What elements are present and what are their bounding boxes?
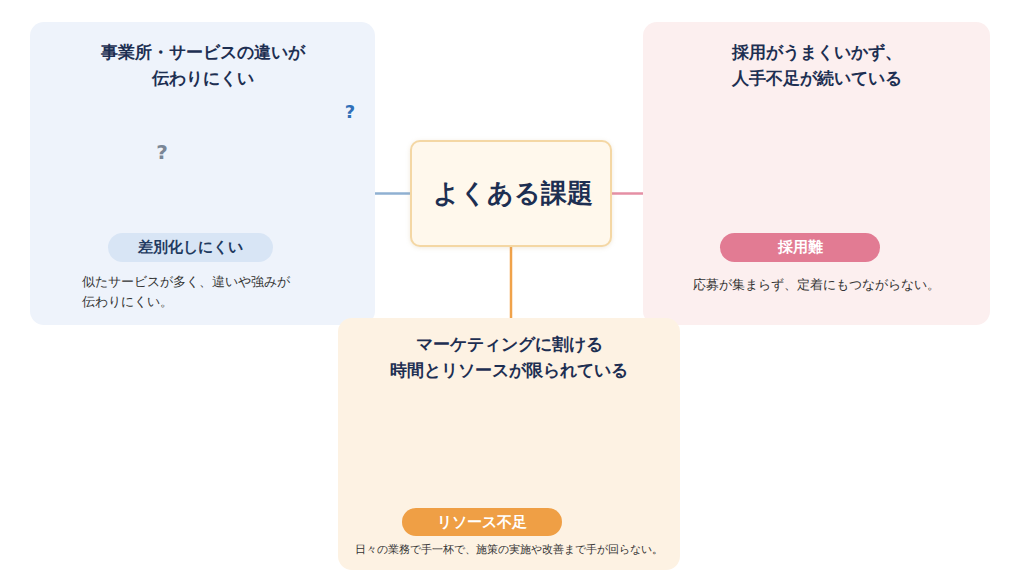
heading-text: 採用がうまくいかず、 人手不足が続いている [663, 40, 970, 91]
tag-pill: リソース不足 [402, 508, 562, 536]
description-text: 似たサービスが多く、違いや強みが 伝わりにくい。 [82, 272, 342, 312]
connector-line [612, 192, 643, 195]
issue-panel: 事業所・サービスの違いが 伝わりにくい似たサービスが多く、違いや強みが 伝わりに… [30, 22, 375, 325]
issue-panel: 採用がうまくいかず、 人手不足が続いている応募が集まらず、定着にもつながらない。… [643, 22, 990, 325]
connector-line [510, 247, 513, 318]
description-text: 応募が集まらず、定着にもつながらない。 [653, 275, 980, 295]
issue-panel: マーケティングに割ける 時間とリソースが限られている日々の業務で手一杯で、施策の… [338, 318, 680, 570]
tag-text: 差別化しにくい [138, 233, 243, 262]
topic-box: よくある課題 [410, 140, 612, 247]
tag-pill: 採用難 [720, 233, 880, 262]
tag-pill: 差別化しにくい [108, 233, 273, 262]
question-mark: ? [151, 140, 173, 164]
question-mark: ? [340, 101, 360, 123]
topic-text: よくある課題 [412, 142, 614, 245]
heading-text: 事業所・サービスの違いが 伝わりにくい [50, 40, 355, 91]
tag-text: リソース不足 [437, 508, 527, 536]
connector-line [375, 192, 410, 195]
tag-text: 採用難 [778, 233, 823, 262]
description-text: 日々の業務で手一杯で、施策の実施や改善まで手が回らない。 [342, 542, 676, 557]
heading-text: マーケティングに割ける 時間とリソースが限られている [353, 332, 665, 383]
